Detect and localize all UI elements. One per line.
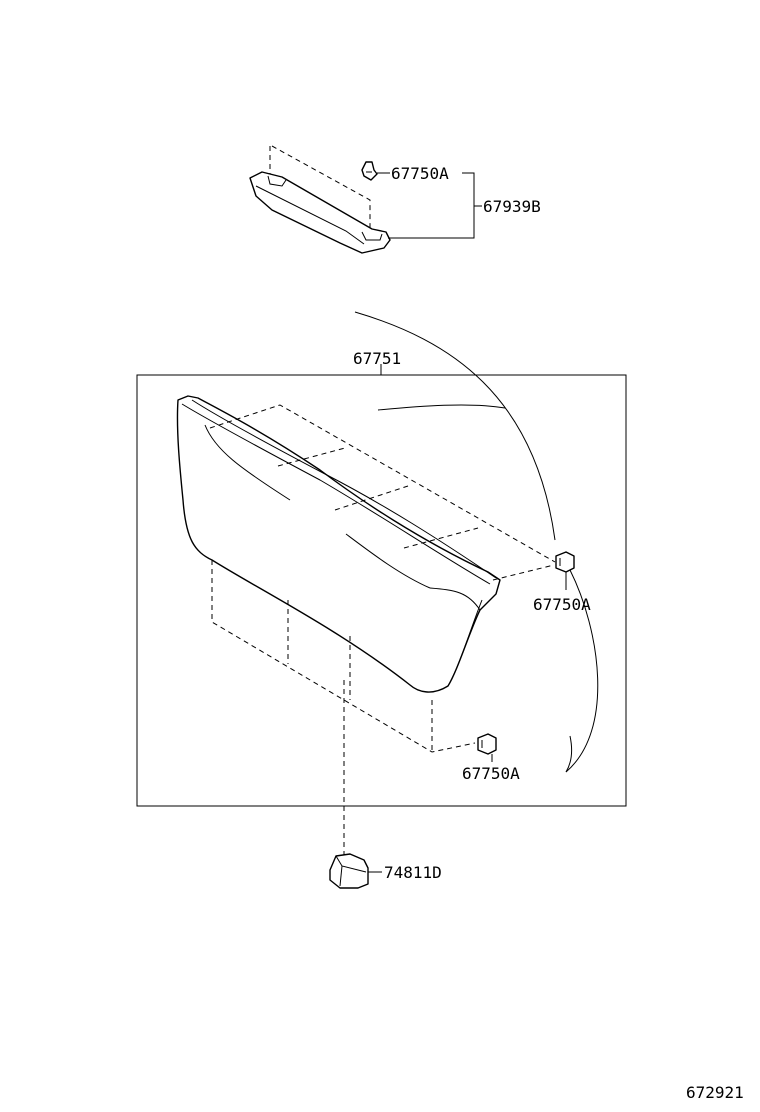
clip-icon-bottom xyxy=(477,733,497,762)
upper-trim-dashed-guides xyxy=(269,145,371,230)
panel-dashed-guides xyxy=(209,404,556,860)
label-clip-bottom: 67750A xyxy=(462,764,520,783)
label-upper-trim: 67939B xyxy=(483,197,541,216)
clip-icon-right xyxy=(555,551,575,590)
clip-icon-top xyxy=(361,161,378,181)
lamp-cover-part xyxy=(329,853,369,889)
diagram-code: 672921 xyxy=(686,1083,744,1102)
label-lamp-cover: 74811D xyxy=(384,863,442,882)
back-door-trim-panel xyxy=(176,395,501,693)
upper-trim-part xyxy=(249,171,391,254)
label-panel: 67751 xyxy=(353,349,401,368)
door-outline-curves xyxy=(354,311,599,773)
label-clip-top: 67750A xyxy=(391,164,449,183)
leader-lines-upper xyxy=(377,172,482,239)
label-clip-right: 67750A xyxy=(533,595,591,614)
